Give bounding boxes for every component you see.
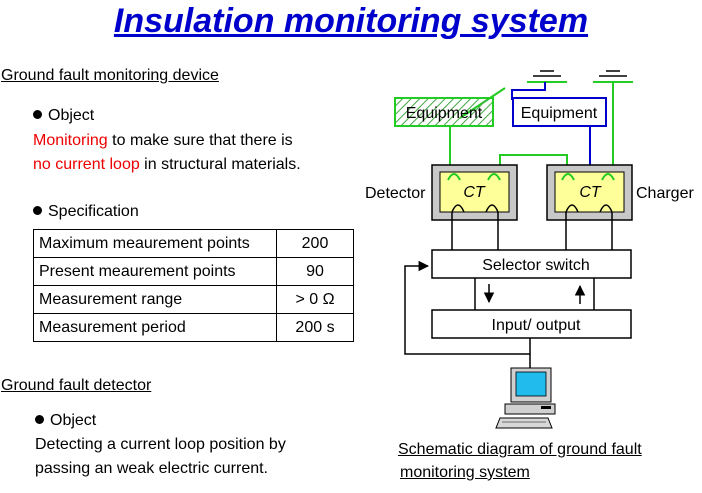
wire-loop-between-cts: [499, 154, 568, 170]
ct-to-selector-wires: [451, 212, 613, 250]
table-row: Present meaurement points 90: [33, 257, 354, 286]
equipment-right-box: [512, 97, 607, 127]
spec-value: 200 s: [276, 313, 354, 342]
feedback-wire: [404, 260, 531, 355]
ground-wire-blue: [511, 82, 546, 100]
detector-label: Detector: [365, 185, 426, 202]
selector-switch-box: [431, 249, 632, 279]
io-label: Input/ output: [492, 317, 582, 334]
spec-value: 90: [276, 257, 354, 286]
detector-ct-label: CT: [463, 184, 486, 201]
detector-ct-coil-bottom: [451, 204, 499, 213]
equipment-left-box: [394, 97, 494, 127]
highlight-monitoring: Monitoring: [33, 132, 108, 149]
detector-line1: Detecting a current loop position by: [35, 436, 286, 453]
ground-symbol-left-icon: [527, 70, 567, 83]
diagram-caption-line2: monitoring system: [400, 464, 530, 481]
page-title: Insulation monitoring system: [113, 2, 589, 40]
object-text-2: in structural materials.: [139, 156, 301, 173]
device-object-line1: Monitoring to make sure that there is: [33, 129, 293, 153]
equipment-left-label: Equipment: [406, 105, 483, 122]
diagram-caption-line1: Schematic diagram of ground fault: [398, 441, 642, 458]
spec-value: 200: [276, 229, 354, 258]
spec-value: > 0 Ω: [276, 285, 354, 314]
highlight-no-current-loop: no current loop: [33, 156, 140, 173]
table-row: Measurement period 200 s: [33, 313, 354, 342]
equipment-right-label: Equipment: [521, 105, 598, 122]
detector-ct-inner: [439, 171, 510, 213]
computer-icon: [495, 367, 556, 429]
detector-ct-coil-top: [447, 173, 501, 181]
table-row: Maximum meaurement points 200: [33, 229, 354, 258]
charger-ct-coil-bottom: [565, 204, 613, 213]
spec-key: Present meaurement points: [33, 257, 277, 286]
detector-object-label: Object: [50, 412, 97, 429]
device-spec-label: Specification: [48, 203, 139, 220]
detector-object-bullet: Object: [35, 412, 96, 430]
ground-symbol-right-icon: [593, 70, 633, 83]
detector-line2: passing an weak electric current.: [35, 460, 268, 477]
charger-label: Charger: [636, 185, 694, 202]
object-text-1: to make sure that there is: [107, 132, 293, 149]
selector-switch-label: Selector switch: [482, 257, 590, 274]
bullet-icon: [33, 110, 42, 120]
detector-heading: Ground fault detector: [1, 377, 152, 394]
selector-io-link: [474, 278, 595, 310]
spec-key: Measurement range: [33, 285, 277, 314]
io-box: [431, 309, 632, 339]
table-row: Measurement range > 0 Ω: [33, 285, 354, 314]
device-object-line2: no current loop in structural materials.: [33, 153, 301, 177]
bullet-icon: [35, 415, 44, 425]
device-spec-bullet: Specification: [33, 203, 139, 221]
spec-key: Measurement period: [33, 313, 277, 342]
device-object-label: Object: [48, 107, 95, 124]
charger-ct-coil-top: [561, 173, 615, 181]
spec-key: Maximum meaurement points: [33, 229, 277, 258]
device-object-bullet: Object: [33, 107, 94, 125]
bullet-icon: [33, 206, 42, 216]
spec-table: Maximum meaurement points 200 Present me…: [33, 229, 354, 342]
device-heading: Ground fault monitoring device: [1, 67, 219, 84]
charger-ct-label: CT: [579, 184, 602, 201]
